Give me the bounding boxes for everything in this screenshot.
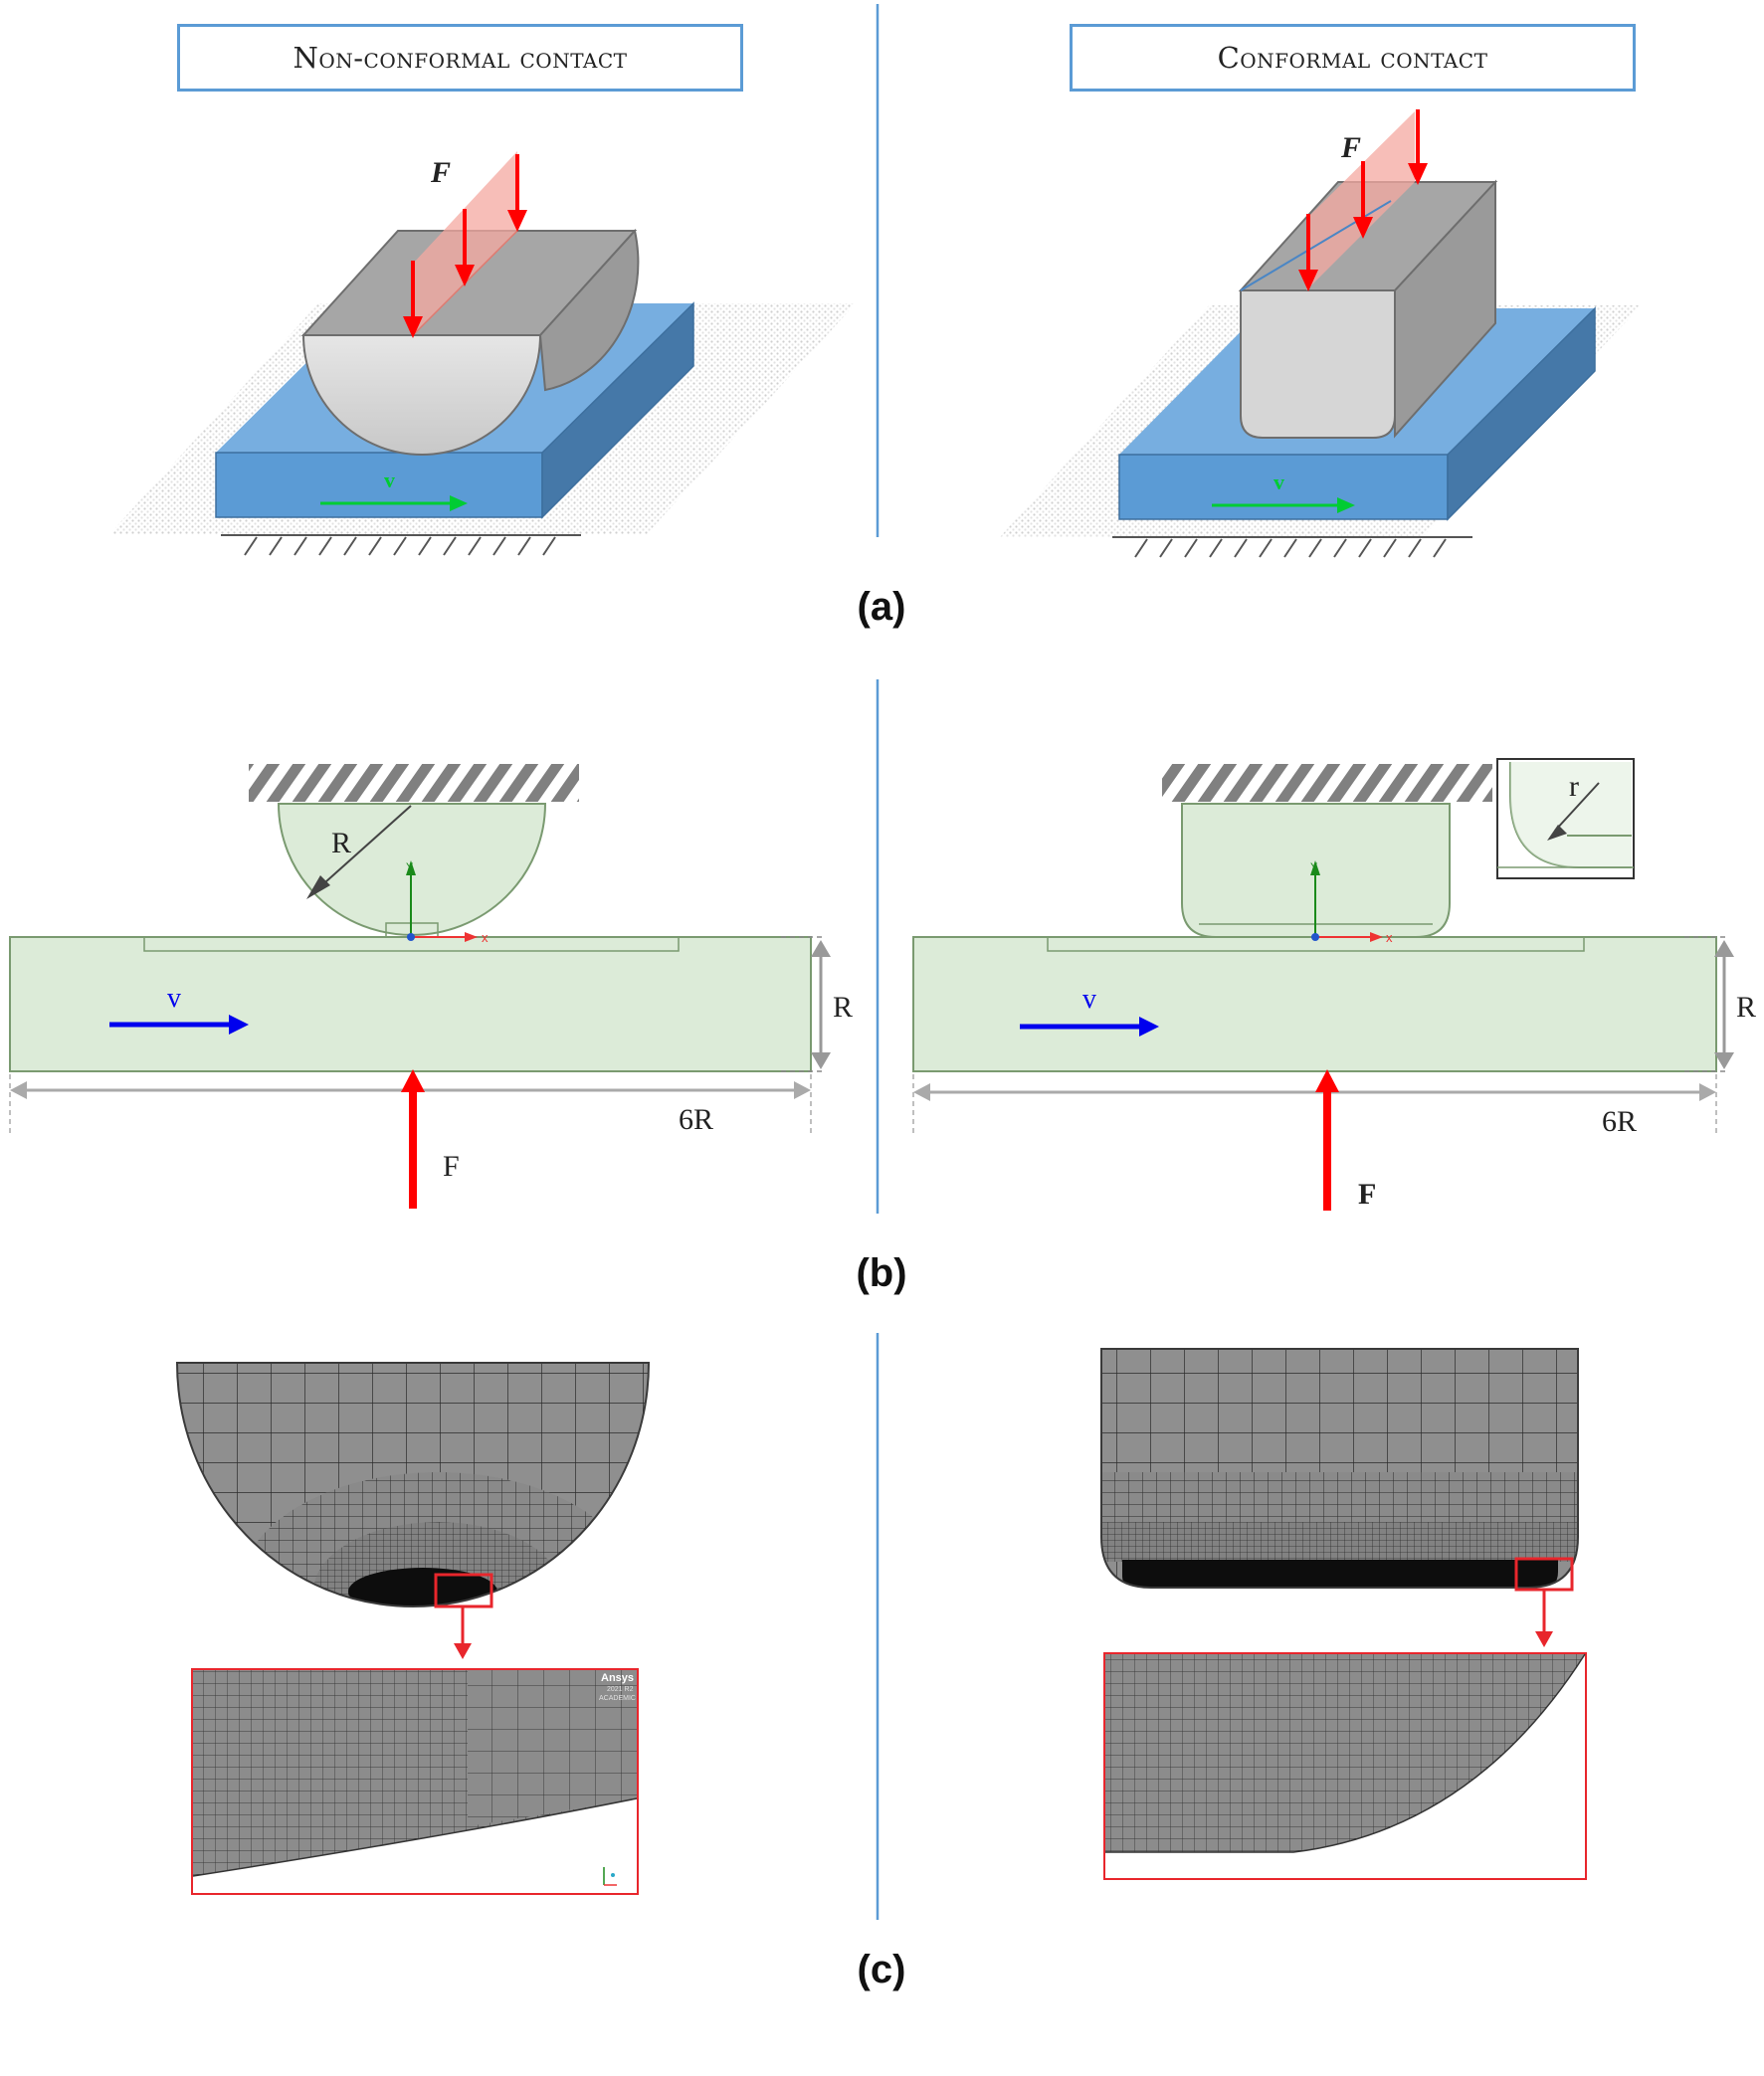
height-label: R: [833, 991, 853, 1024]
panel-label-b: (b): [856, 1251, 907, 1295]
fixed-support-hatch: [249, 764, 579, 802]
axis-y-label: Y: [406, 861, 414, 873]
height-label: R: [1736, 991, 1756, 1024]
fillet-inset: r: [1496, 758, 1635, 879]
plate-side: [1447, 306, 1596, 521]
a-left-scene: F v: [109, 151, 856, 556]
block-front: [1240, 289, 1396, 439]
ground-hatch: [1134, 538, 1447, 558]
substrate: [912, 936, 1717, 1072]
watermark: 2021 R2: [607, 1686, 634, 1693]
force-label: F: [1358, 1178, 1376, 1211]
c-left-mesh: Ansys 2021 R2 ACADEMIC: [175, 1362, 651, 1895]
force-label: F: [430, 156, 451, 189]
velocity-label: v: [384, 468, 395, 492]
title-non-conformal: Non-conformal contact: [177, 24, 743, 92]
width-label: 6R: [1602, 1105, 1637, 1138]
velocity-label: v: [1082, 984, 1096, 1015]
fillet-label: r: [1569, 770, 1579, 803]
b-right-scene: Y x r v R 6R F: [912, 758, 1756, 1211]
force-plane: [1306, 111, 1415, 290]
force-arrow: [409, 1089, 417, 1209]
force-label: F: [1340, 131, 1361, 164]
plate-front: [215, 452, 543, 518]
plate-side: [541, 301, 694, 519]
width-label: 6R: [679, 1103, 713, 1136]
cylinder-front-face: [301, 334, 542, 456]
velocity-label: v: [167, 983, 181, 1014]
axis-x-label: x: [482, 930, 489, 945]
force-label: F: [443, 1150, 460, 1183]
radius-label: R: [331, 827, 351, 859]
b-left-scene: R Y x v R 6R F: [9, 764, 853, 1209]
title-conformal: Conformal contact: [1070, 24, 1636, 92]
panel-label-a: (a): [857, 585, 906, 629]
axis-x-label: x: [1386, 930, 1393, 945]
ground-hatch: [244, 536, 556, 556]
force-arrow: [1298, 109, 1428, 291]
panel-label-c: (c): [857, 1948, 906, 1991]
substrate: [9, 936, 812, 1072]
velocity-label: v: [1274, 470, 1284, 494]
watermark: Ansys: [601, 1672, 634, 1684]
fixed-support-hatch: [1162, 764, 1492, 802]
a-right-scene: F v: [1000, 109, 1642, 558]
watermark: ACADEMIC: [599, 1695, 636, 1702]
axis-y-label: Y: [1310, 861, 1318, 873]
cylinder-back-face: [538, 228, 640, 392]
force-arrow: [403, 154, 527, 338]
force-arrow: [1323, 1089, 1331, 1211]
c-right-mesh: [1100, 1348, 1587, 1880]
